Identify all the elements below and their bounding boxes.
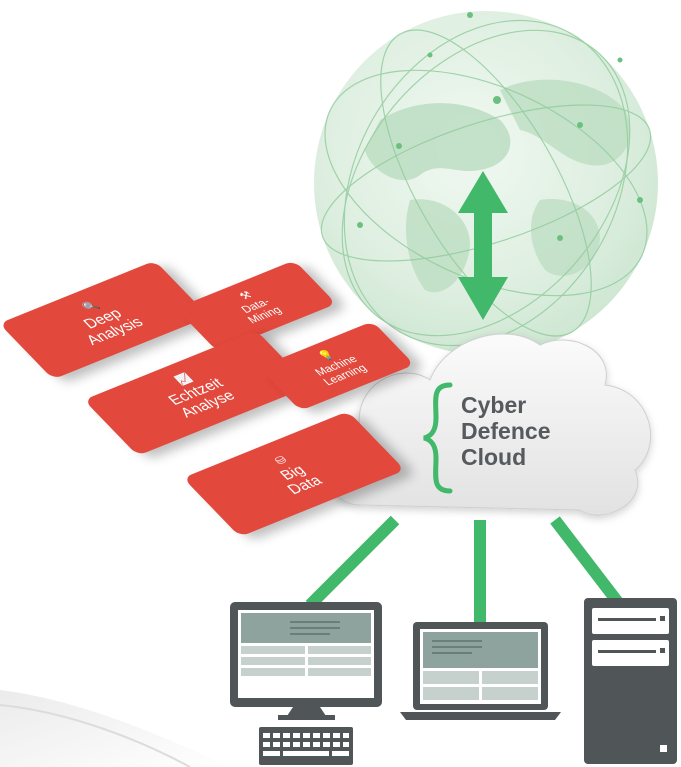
server-tower-icon [584,598,677,764]
card-label: Echtzeit Analyse [164,375,239,421]
laptop-icon [400,622,561,720]
floor-swoosh [0,690,230,767]
cloud-title-line: Defence [461,418,551,444]
cloud-title: Cyber Defence Cloud [461,392,550,470]
card-label: Deep Analysis [79,305,147,348]
cloud-title-line: Cyber [461,392,527,418]
connector-lines [305,515,625,625]
cloud-title-line: Cloud [461,444,527,470]
desktop-computer-icon [230,602,382,765]
double-arrow-icon [458,171,508,320]
brace-icon [423,382,453,494]
